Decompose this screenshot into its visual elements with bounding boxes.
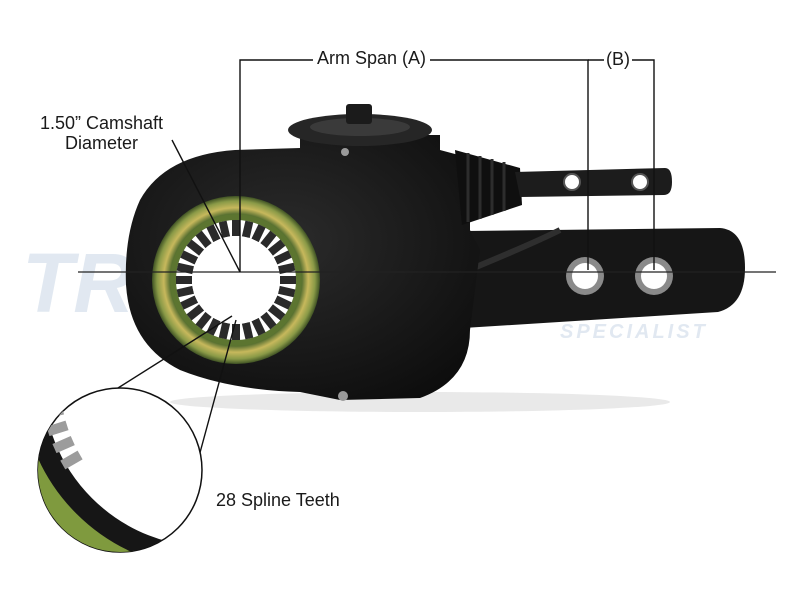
spline-tooth [206, 224, 221, 243]
spline-tooth [232, 220, 240, 236]
control-rod [515, 168, 672, 197]
base-rivet [338, 391, 348, 401]
camshaft-label-line1: 1.50” Camshaft [40, 113, 164, 133]
closeup-leader-1 [117, 315, 233, 389]
watermark-line2: SPECIALIST [560, 321, 708, 343]
rod-hole-1 [563, 173, 581, 191]
spline-tooth [218, 322, 231, 340]
spline-tooth [260, 311, 277, 330]
spline-tooth [176, 285, 194, 298]
spline-tooth [180, 295, 199, 310]
rubber-boot [455, 150, 522, 225]
boot-ribs [466, 153, 506, 222]
spline-teeth-label: 28 Spline Teeth [216, 490, 340, 510]
spline-tooth [280, 276, 296, 284]
spline-tooth [267, 239, 286, 256]
hub-rivet [341, 148, 349, 156]
closeup-tooth [46, 420, 69, 437]
arm-hole-a-inner [572, 263, 598, 289]
b-label: (B) [604, 49, 632, 69]
closeup-tooth [60, 450, 83, 470]
arm-span-label: Arm Span (A) [313, 48, 431, 68]
spline-tooth [267, 304, 286, 321]
rod-hole-2 [631, 173, 649, 191]
closeup-tooth [43, 336, 65, 350]
spline-tooth [195, 230, 212, 249]
spline-tooth [241, 322, 254, 340]
spline-tooth [186, 304, 205, 321]
camshaft-leader [171, 139, 241, 273]
closeup-tooth [40, 388, 62, 401]
floor-shadow [170, 392, 670, 412]
closeup-leader-2 [197, 319, 237, 461]
spline-tooth [260, 230, 277, 249]
spline-tooth [273, 295, 292, 310]
spline-tooth [251, 224, 266, 243]
arm-hole-b-inner [641, 263, 667, 289]
spline-tooth [278, 285, 296, 298]
spline-tooth [195, 311, 212, 330]
closeup-tooth [40, 372, 60, 382]
spline-tooth [251, 317, 266, 336]
spline-tooth [186, 239, 205, 256]
hub-ring [310, 118, 410, 136]
closeup-tooth [52, 435, 75, 454]
camshaft-diameter-label: 1.50” Camshaft Diameter [40, 113, 163, 153]
closeup-tooth [41, 354, 62, 366]
spline-tooth [206, 317, 221, 336]
spline-center [192, 236, 280, 324]
spline-tooth [180, 250, 199, 265]
camshaft-label-line2: Diameter [65, 133, 139, 153]
spline-tooth [273, 250, 292, 265]
spline-tooth [278, 262, 296, 275]
spline-tooth [176, 276, 192, 284]
adjusting-nut [346, 104, 372, 124]
spline-tooth [176, 262, 194, 275]
slack-adjuster-photo [125, 104, 745, 401]
spline-tooth [218, 220, 231, 238]
spline-tooth [241, 220, 254, 238]
